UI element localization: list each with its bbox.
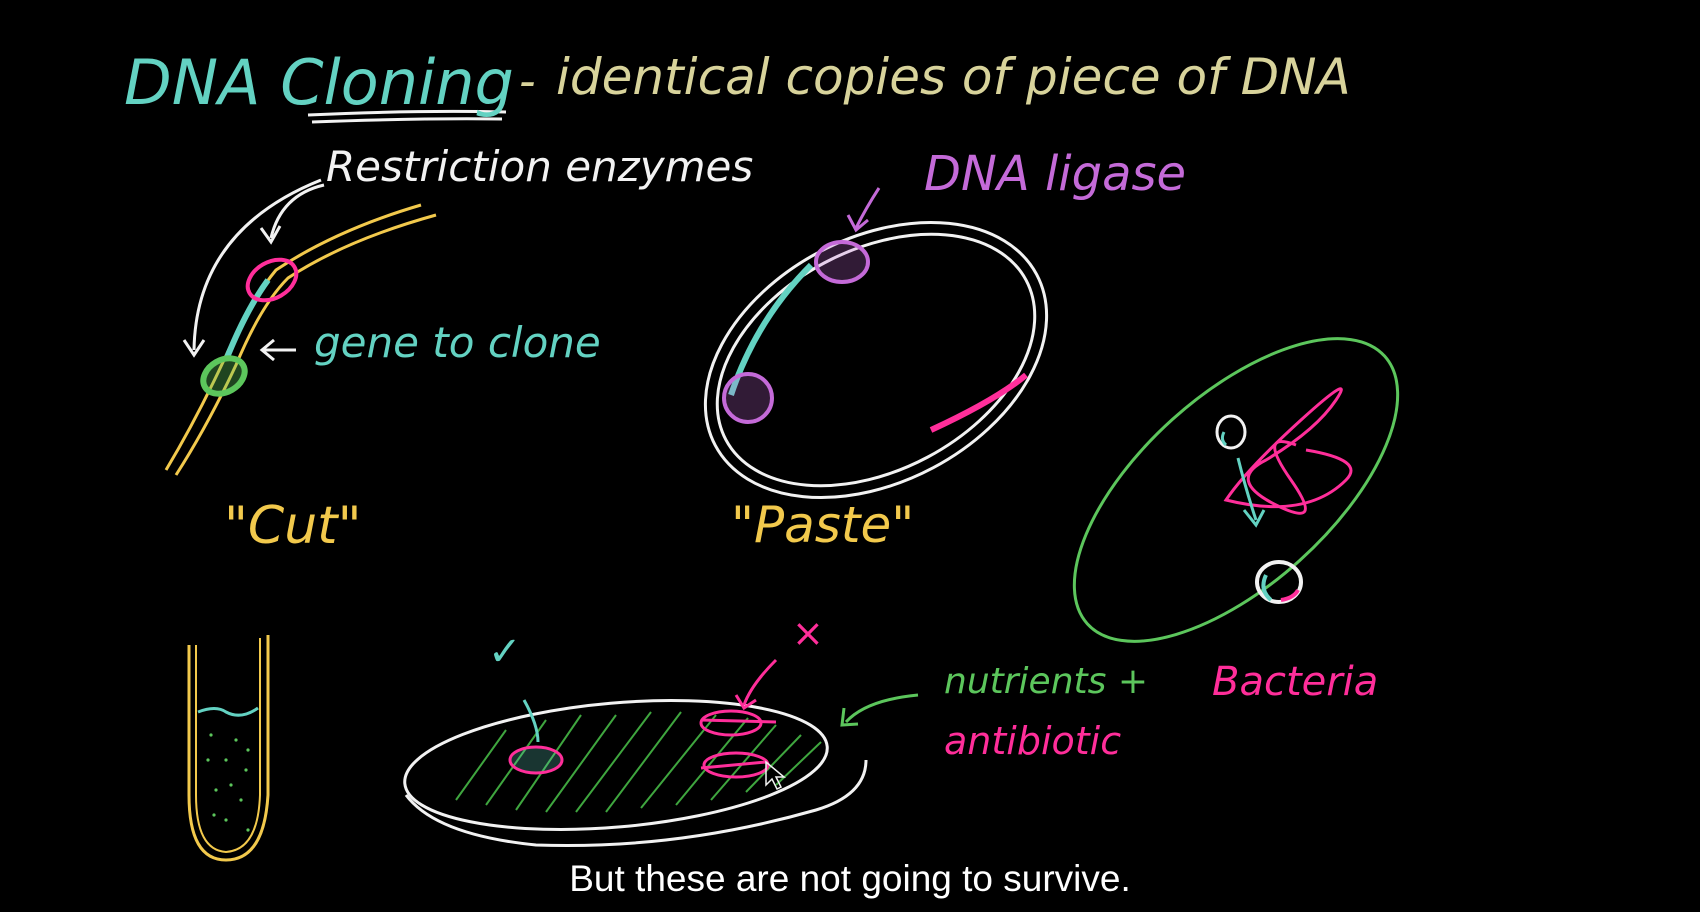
restriction-enzymes-label: Restriction enzymes — [326, 142, 754, 191]
title-dna: DNA Cloning — [124, 52, 514, 114]
title-description: identical copies of piece of DNA — [556, 48, 1351, 106]
colony-survives — [508, 745, 564, 775]
colony-bottom — [702, 751, 770, 779]
bacterium — [1072, 337, 1400, 643]
cut-label: "Cut" — [224, 496, 362, 556]
cursor-icon — [765, 760, 787, 791]
arrow-to-top-site — [269, 183, 325, 239]
drawing-layer — [164, 109, 1400, 862]
nutrients-label: nutrients + — [944, 661, 1148, 702]
dna-strand-cut — [164, 178, 437, 476]
check-mark: ✓ — [488, 629, 522, 675]
ligase-site-top — [814, 240, 870, 284]
arrow-to-bottom-site — [192, 178, 322, 351]
arrow-to-colony-survives — [522, 699, 540, 743]
arrow-to-colony-x — [734, 658, 778, 711]
arrow-to-gene — [259, 338, 296, 362]
x-mark: × — [792, 611, 824, 655]
title-main-text: DNA Cloning — [124, 46, 514, 119]
gene-to-clone-label: gene to clone — [314, 318, 601, 367]
title-underline-2 — [311, 117, 503, 124]
arrow-into-bacterium — [1236, 457, 1266, 528]
antibiotic-label: antibiotic — [944, 719, 1122, 763]
restriction-site-top — [245, 257, 299, 303]
plasmid — [703, 187, 1049, 499]
restriction-site-bottom — [200, 355, 248, 397]
title-underline — [307, 109, 507, 117]
subtitle-caption: But these are not going to survive. — [569, 858, 1131, 899]
blackboard: DNA Cloning DNA Cloning - identical copi… — [76, 0, 1624, 912]
bacteria-label: Bacteria — [1212, 659, 1379, 705]
arrow-to-dish — [840, 693, 919, 727]
paste-label: "Paste" — [731, 496, 915, 554]
petri-dish — [403, 658, 919, 848]
title-dash: - — [519, 54, 536, 108]
dna-ligase-label: DNA ligase — [924, 146, 1187, 202]
arrow-ligase — [846, 187, 881, 233]
plasmid-in-bacterium — [1255, 560, 1303, 604]
ligase-site-bottom — [722, 372, 774, 424]
free-plasmid — [1215, 414, 1247, 450]
test-tube — [187, 635, 270, 862]
